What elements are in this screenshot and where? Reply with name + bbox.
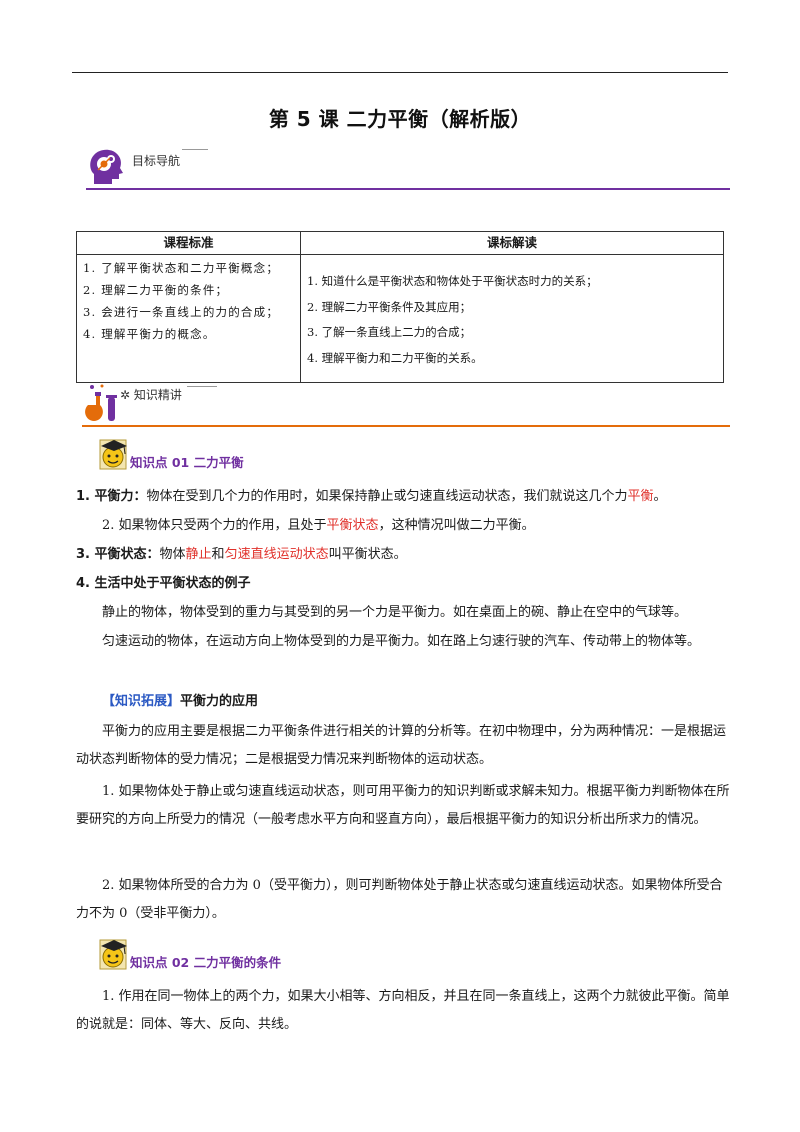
standard-item: 3. 会进行一条直线上的力的合成； bbox=[83, 305, 280, 319]
paragraph-conditions: 1. 作用在同一物体上的两个力，如果大小相等、方向相反，并且在同一条直线上，这两… bbox=[76, 989, 730, 1032]
table-col-standards: 课程标准 1. 了解平衡状态和二力平衡概念； 2. 理解二力平衡的条件； 3. … bbox=[77, 232, 301, 382]
examples-heading: 4. 生活中处于平衡状态的例子 bbox=[76, 576, 251, 591]
graduate-face-icon bbox=[99, 439, 127, 470]
text: 2. 如果物体只受两个力的作用，且处于 bbox=[102, 518, 327, 533]
table-cell-interpretation: 1. 知道什么是平衡状态和物体处于平衡状态时力的关系； 2. 理解二力平衡条件及… bbox=[301, 255, 723, 385]
interpretation-item: 1. 知道什么是平衡状态和物体处于平衡状态时力的关系； bbox=[307, 274, 598, 288]
section-goals-header: 目标导航 bbox=[86, 146, 730, 190]
standard-item: 1. 了解平衡状态和二力平衡概念； bbox=[83, 261, 280, 275]
text: 叫平衡状态。 bbox=[328, 547, 407, 562]
text: 物体 bbox=[159, 547, 186, 562]
interpretation-item: 2. 理解二力平衡条件及其应用； bbox=[307, 299, 472, 314]
paragraph-application: 平衡力的应用主要是根据二力平衡条件进行相关的计算的分析等。在初中物理中，分为两种… bbox=[76, 724, 727, 767]
interpretation-item: 3. 了解一条直线上二力的合成； bbox=[307, 325, 472, 339]
text: 和 bbox=[211, 547, 225, 562]
paragraph-static-example: 静止的物体，物体受到的重力与其受到的另一个力是平衡力。如在桌面上的碗、静止在空中… bbox=[102, 605, 688, 620]
section-goals-bar bbox=[86, 188, 730, 190]
paragraph-equilibrium-state: 3. 平衡状态：物体静止和匀速直线运动状态叫平衡状态。 bbox=[76, 541, 732, 569]
table-col-interpretation: 课标解读 1. 知道什么是平衡状态和物体处于平衡状态时力的关系； 2. 理解二力… bbox=[301, 232, 723, 382]
paragraph-examples-heading: 4. 生活中处于平衡状态的例子 bbox=[76, 570, 732, 598]
label-rule bbox=[182, 149, 208, 150]
paragraph-motion-example: 匀速运动的物体，在运动方向上物体受到的力是平衡力。如在路上匀速行驶的汽车、传动带… bbox=[102, 634, 701, 649]
lab-flask-icon bbox=[85, 384, 117, 421]
paragraph-case-1: 1. 如果物体处于静止或匀速直线运动状态，则可用平衡力的知识判断或求解未知力。根… bbox=[76, 784, 730, 827]
section-goals-label: 目标导航 bbox=[132, 154, 181, 168]
term-equilibrium-state: 3. 平衡状态： bbox=[76, 547, 160, 562]
label-rule bbox=[187, 386, 217, 387]
extension-tag: 【知识拓展】 bbox=[102, 694, 181, 709]
highlight-equilibrium-state: 平衡状态 bbox=[326, 518, 379, 533]
table-header-standards: 课程标准 bbox=[77, 232, 300, 255]
section-knowledge-header: ✲ 知识精讲 bbox=[82, 383, 730, 427]
extension-title: 平衡力的应用 bbox=[180, 694, 259, 709]
paragraph-case-2: 2. 如果物体所受的合力为 0（受平衡力），则可判断物体处于静止状态或匀速直线运… bbox=[76, 878, 723, 921]
knowledge-point-2-label: 知识点 02 二力平衡的条件 bbox=[130, 955, 282, 970]
knowledge-extension-heading: 【知识拓展】平衡力的应用 bbox=[76, 688, 732, 716]
interpretation-item: 4. 理解平衡力和二力平衡的关系。 bbox=[307, 350, 483, 365]
section-knowledge-bar bbox=[82, 425, 730, 427]
page-title: 第 5 课 二力平衡（解析版） bbox=[268, 107, 532, 131]
standard-item: 2. 理解二力平衡的条件； bbox=[83, 283, 229, 297]
knowledge-point-1-label: 知识点 01 二力平衡 bbox=[130, 455, 244, 470]
paragraph-two-force: 2. 如果物体只受两个力的作用，且处于平衡状态，这种情况叫做二力平衡。 bbox=[76, 512, 732, 540]
highlight-uniform-motion: 匀速直线运动状态 bbox=[224, 547, 329, 562]
curriculum-table: 课程标准 1. 了解平衡状态和二力平衡概念； 2. 理解二力平衡的条件； 3. … bbox=[76, 231, 724, 383]
section-knowledge-label: ✲ 知识精讲 bbox=[120, 388, 182, 402]
term-balanced-force: 1. 平衡力： bbox=[76, 489, 147, 504]
table-header-interpretation: 课标解读 bbox=[301, 232, 723, 255]
top-rule bbox=[72, 72, 728, 73]
paragraph-balanced-force: 1. 平衡力：物体在受到几个力的作用时，如果保持静止或匀速直线运动状态，我们就说… bbox=[76, 483, 732, 511]
standard-item: 4. 理解平衡力的概念。 bbox=[83, 327, 216, 341]
section-knowledge-text: 知识精讲 bbox=[133, 388, 182, 402]
head-gears-icon bbox=[90, 149, 123, 184]
punctuation: 。 bbox=[653, 489, 667, 504]
definition-text: 物体在受到几个力的作用时，如果保持静止或匀速直线运动状态，我们就说这几个力 bbox=[146, 489, 628, 504]
highlight-static: 静止 bbox=[185, 547, 212, 562]
table-cell-standards: 1. 了解平衡状态和二力平衡概念； 2. 理解二力平衡的条件； 3. 会进行一条… bbox=[77, 255, 300, 351]
text: ，这种情况叫做二力平衡。 bbox=[378, 518, 535, 533]
graduate-face-icon bbox=[99, 939, 127, 970]
highlight-balance: 平衡 bbox=[627, 489, 654, 504]
